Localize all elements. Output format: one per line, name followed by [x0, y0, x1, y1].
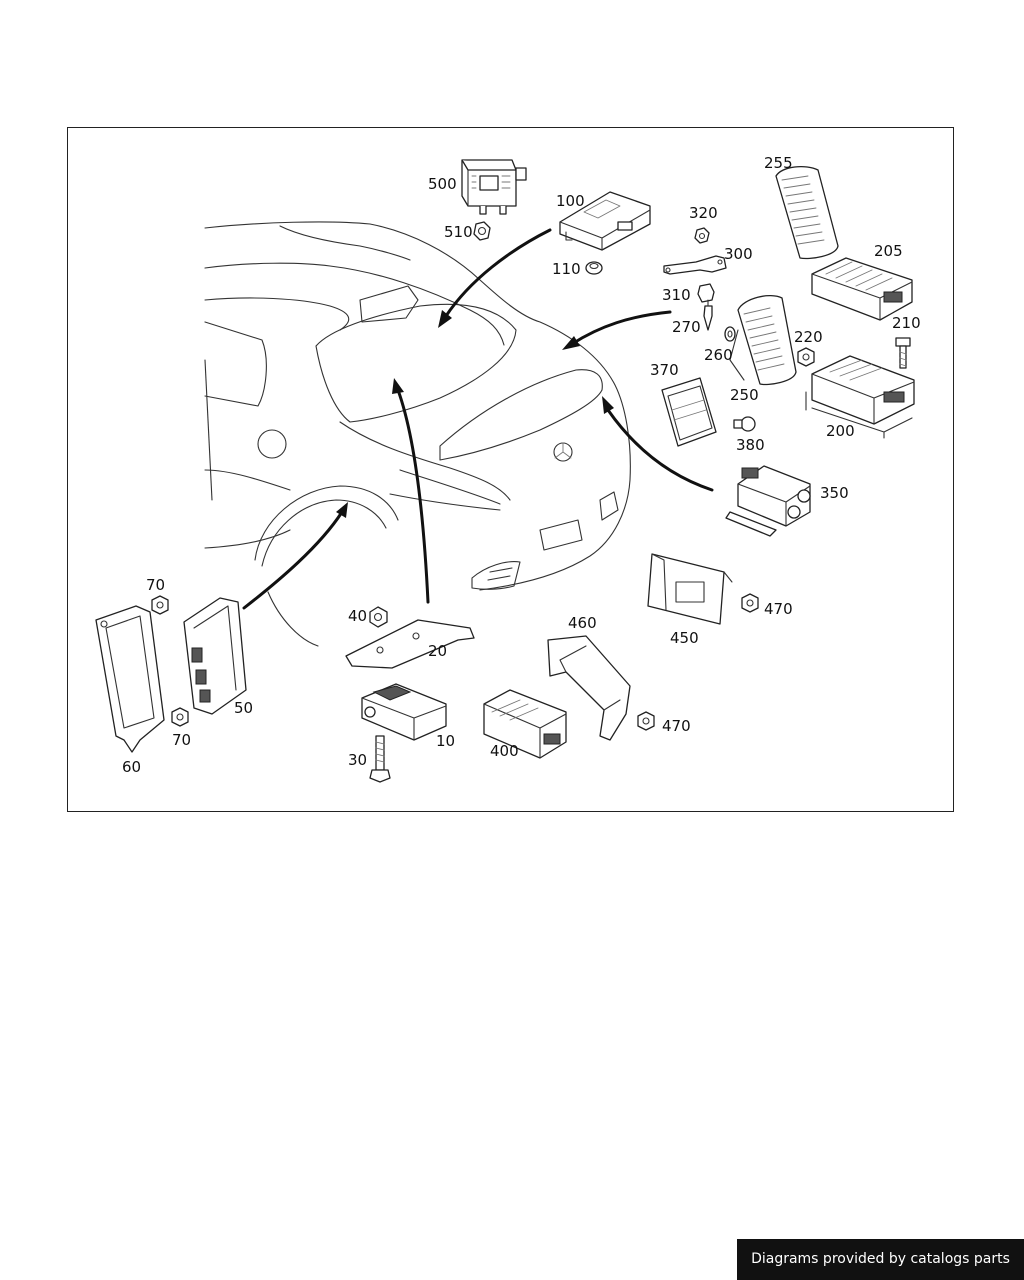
part-400-module — [483, 689, 567, 759]
callout-210: 210 — [892, 314, 921, 332]
arrowhead-260 — [562, 336, 580, 350]
callout-220: 220 — [794, 328, 823, 346]
callout-50: 50 — [234, 699, 253, 717]
callout-20: 20 — [428, 642, 447, 660]
part-210-bolt — [895, 337, 911, 369]
part-70-nut-lower — [171, 707, 189, 727]
callout-450: 450 — [670, 629, 699, 647]
callout-300: 300 — [724, 245, 753, 263]
part-510-nut — [473, 221, 491, 241]
arrowhead-350 — [602, 396, 614, 414]
callout-205: 205 — [874, 242, 903, 260]
arrow-50 — [242, 510, 344, 610]
callout-70-upper: 70 — [146, 576, 165, 594]
footer-credit-badge: Diagrams provided by catalogs parts — [737, 1239, 1024, 1280]
part-470-nut-upper — [741, 593, 759, 613]
callout-100: 100 — [556, 192, 585, 210]
part-220-nut — [797, 347, 815, 367]
arrows — [242, 228, 714, 610]
callout-70-lower: 70 — [172, 731, 191, 749]
callout-10: 10 — [436, 732, 455, 750]
part-50-module — [183, 597, 247, 715]
part-30-bolt — [369, 735, 391, 783]
callout-310: 310 — [662, 286, 691, 304]
part-450-bracket — [647, 553, 733, 625]
callout-250: 250 — [730, 386, 759, 404]
callout-510: 510 — [444, 223, 473, 241]
part-250-cover — [729, 295, 797, 386]
callout-400: 400 — [490, 742, 519, 760]
part-300-bracket — [663, 255, 727, 275]
callout-255: 255 — [764, 154, 793, 172]
part-60-bracket — [95, 605, 165, 753]
part-20-bracket — [345, 619, 475, 669]
callout-labels: 500 510 100 110 320 300 310 270 260 255 … — [122, 154, 921, 776]
callout-350: 350 — [820, 484, 849, 502]
callout-110: 110 — [552, 260, 581, 278]
callout-380: 380 — [736, 436, 765, 454]
callout-260: 260 — [704, 346, 733, 364]
part-205-module — [811, 257, 913, 321]
callout-270: 270 — [672, 318, 701, 336]
part-110-grommet — [585, 261, 603, 275]
part-470-nut-lower — [637, 711, 655, 731]
callout-60: 60 — [122, 758, 141, 776]
part-70-nut-upper — [151, 595, 169, 615]
part-40-nut — [369, 606, 388, 628]
part-500-module — [461, 159, 527, 215]
part-310-clip — [697, 283, 715, 303]
arrow-20 — [396, 388, 430, 604]
arrowhead-20 — [392, 378, 404, 394]
arrow-100 — [444, 228, 552, 318]
car-outline — [204, 221, 631, 647]
part-460-bracket — [547, 635, 631, 741]
part-380-bolt — [733, 416, 756, 432]
part-350-module — [725, 465, 811, 537]
arrowhead-100 — [438, 310, 452, 328]
callout-200: 200 — [826, 422, 855, 440]
callout-30: 30 — [348, 751, 367, 769]
part-100-module — [559, 191, 651, 251]
callout-470-lower: 470 — [662, 717, 691, 735]
part-260-washer — [724, 326, 736, 342]
callout-500: 500 — [428, 175, 457, 193]
part-255-cover — [775, 165, 839, 260]
part-10-module — [361, 683, 447, 741]
part-200-module — [805, 355, 915, 439]
callout-470-upper: 470 — [764, 600, 793, 618]
arrowhead-50 — [336, 502, 348, 518]
callout-370: 370 — [650, 361, 679, 379]
part-320-nut — [694, 227, 710, 244]
callout-460: 460 — [568, 614, 597, 632]
arrow-350 — [606, 408, 714, 492]
callout-320: 320 — [689, 204, 718, 222]
callout-40: 40 — [348, 607, 367, 625]
part-370-module — [661, 377, 717, 447]
arrow-260 — [570, 310, 672, 346]
part-270-connector — [703, 299, 713, 331]
